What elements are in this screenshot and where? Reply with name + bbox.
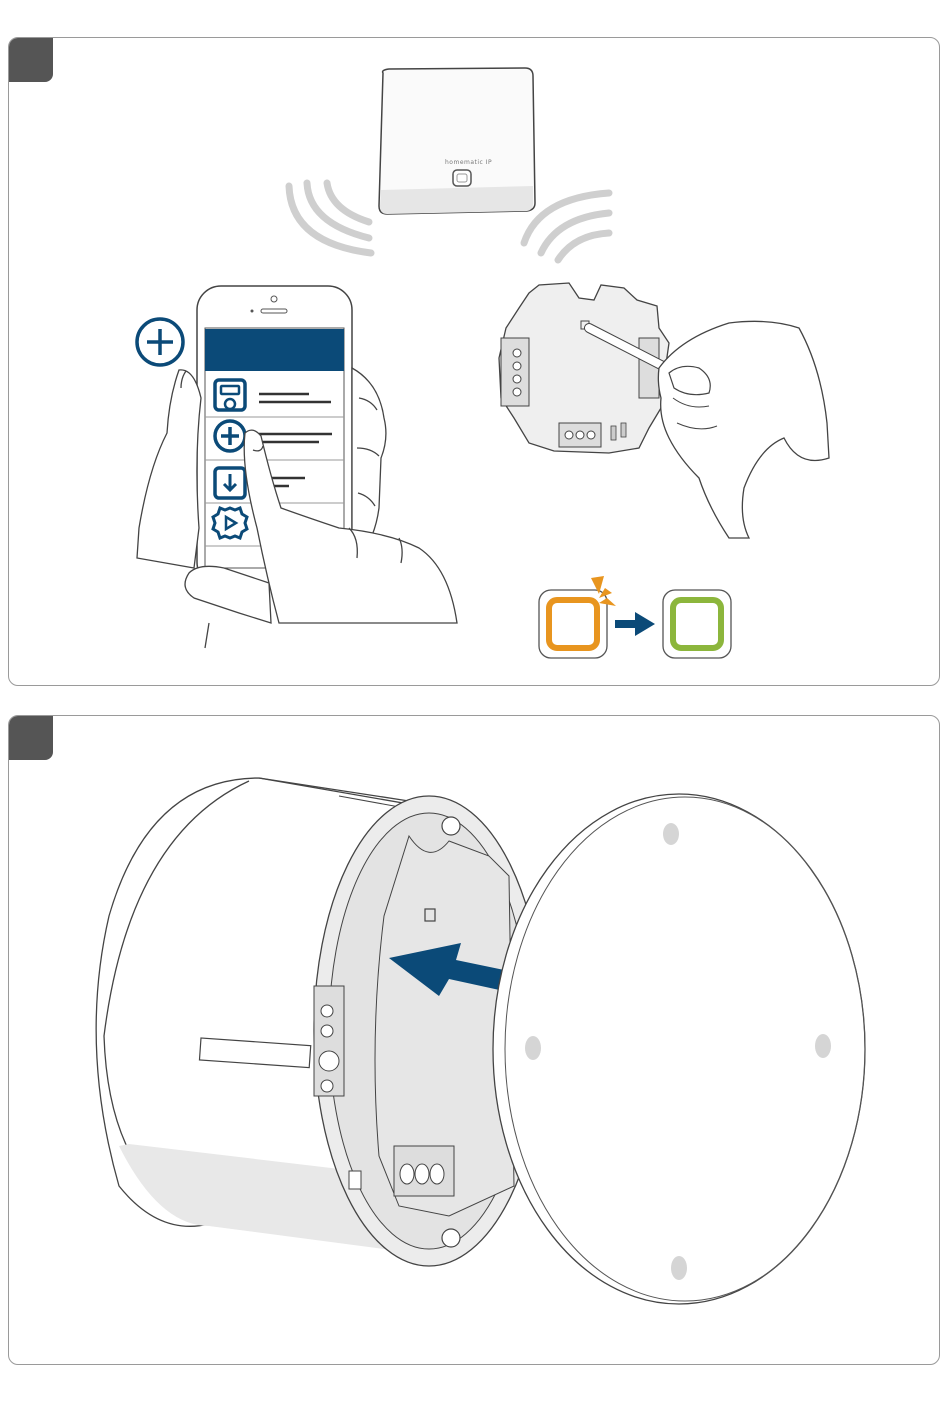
radio-waves-right-icon bbox=[524, 193, 609, 260]
access-point-device: homematic IP bbox=[379, 68, 535, 214]
step-2-panel bbox=[8, 715, 940, 1365]
access-point-led bbox=[453, 170, 471, 186]
arrow-right-icon bbox=[615, 612, 655, 636]
step-1-panel: homematic IP bbox=[8, 37, 940, 686]
cover-plate bbox=[493, 794, 865, 1304]
step-2-illustration bbox=[9, 716, 940, 1365]
app-header-bar bbox=[205, 329, 344, 371]
plus-circle-icon bbox=[137, 319, 183, 365]
flush-mount-device bbox=[499, 283, 829, 538]
step-1-illustration: homematic IP bbox=[9, 38, 940, 686]
radio-waves-left-icon bbox=[289, 183, 371, 253]
access-point-brand: homematic IP bbox=[445, 159, 492, 166]
flush-mounting-box bbox=[96, 778, 544, 1266]
led-status-before bbox=[539, 576, 616, 658]
led-status-after bbox=[663, 590, 731, 658]
